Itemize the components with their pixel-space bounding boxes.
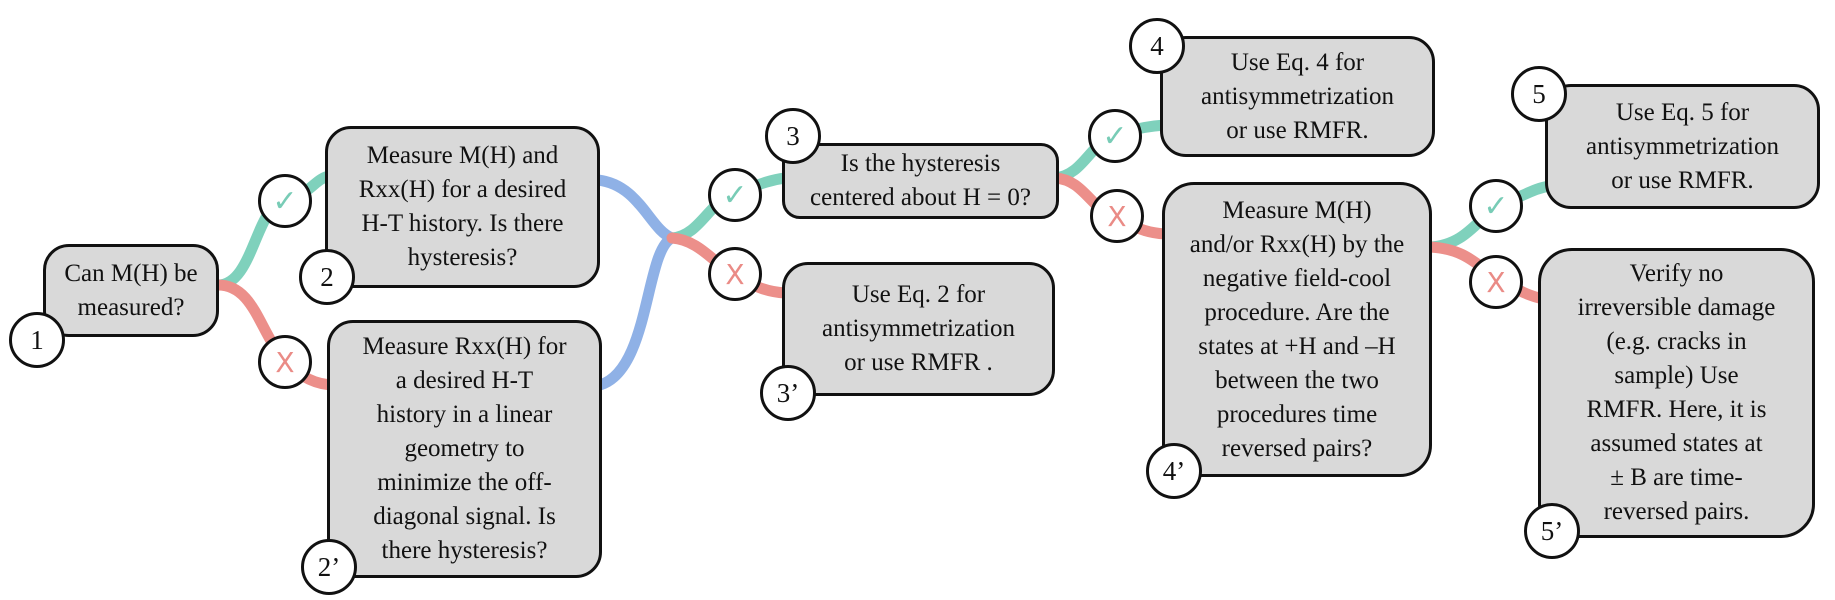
node-5p-box: Verify no irreversible damage (e.g. crac… [1538,248,1815,538]
wire-2-to-merge [592,174,678,244]
step-number-4p: 4’ [1146,443,1202,499]
node-5-text: Use Eq. 5 for antisymmetrization or use … [1585,98,1779,194]
node-2-box: Measure M(H) and Rxx(H) for a desired H-… [325,126,600,288]
node-5p-text: Verify no irreversible damage (e.g. crac… [1577,260,1776,525]
no-x-icon-2: X [708,247,762,301]
step-number-5: 5 [1511,66,1567,122]
yes-check-icon-1: ✓ [258,174,312,228]
no-x-icon-3: X [1090,189,1144,243]
node-3-box: Is the hysteresis centered about H = 0? [782,143,1059,219]
node-2-text: Measure M(H) and Rxx(H) for a desired H-… [358,142,567,271]
node-1-text: Can M(H) be measured? [64,259,198,321]
yes-check-icon-4: ✓ [1469,179,1523,233]
node-4p-text: Measure M(H) and/or Rxx(H) by the negati… [1189,196,1405,462]
no-x-icon-1: X [258,335,312,389]
yes-check-icon-3: ✓ [1088,109,1142,163]
no-x-icon-4: X [1469,255,1523,309]
wire-2p-to-merge [594,232,678,391]
node-3-text: Is the hysteresis centered about H = 0? [810,150,1031,211]
step-number-1: 1 [9,312,65,368]
node-5-box: Use Eq. 5 for antisymmetrization or use … [1545,84,1820,209]
step-number-2: 2 [299,249,355,305]
step-number-2p: 2’ [301,539,357,595]
step-number-4: 4 [1129,18,1185,74]
node-2p-text: Measure Rxx(H) for a desired H-T history… [362,333,567,564]
node-4-text: Use Eq. 4 for antisymmetrization or use … [1200,48,1394,144]
node-4p-box: Measure M(H) and/or Rxx(H) by the negati… [1162,182,1432,477]
node-4-box: Use Eq. 4 for antisymmetrization or use … [1160,36,1435,157]
step-number-3: 3 [765,108,821,164]
yes-check-icon-2: ✓ [708,168,762,222]
step-number-3p: 3’ [760,365,816,421]
node-3p-box: Use Eq. 2 for antisymmetrization or use … [782,262,1055,396]
node-2p-box: Measure Rxx(H) for a desired H-T history… [327,320,602,578]
step-number-5p: 5’ [1524,503,1580,559]
node-3p-text: Use Eq. 2 for antisymmetrization or use … [821,281,1015,376]
node-1-box: Can M(H) be measured? [43,244,219,337]
